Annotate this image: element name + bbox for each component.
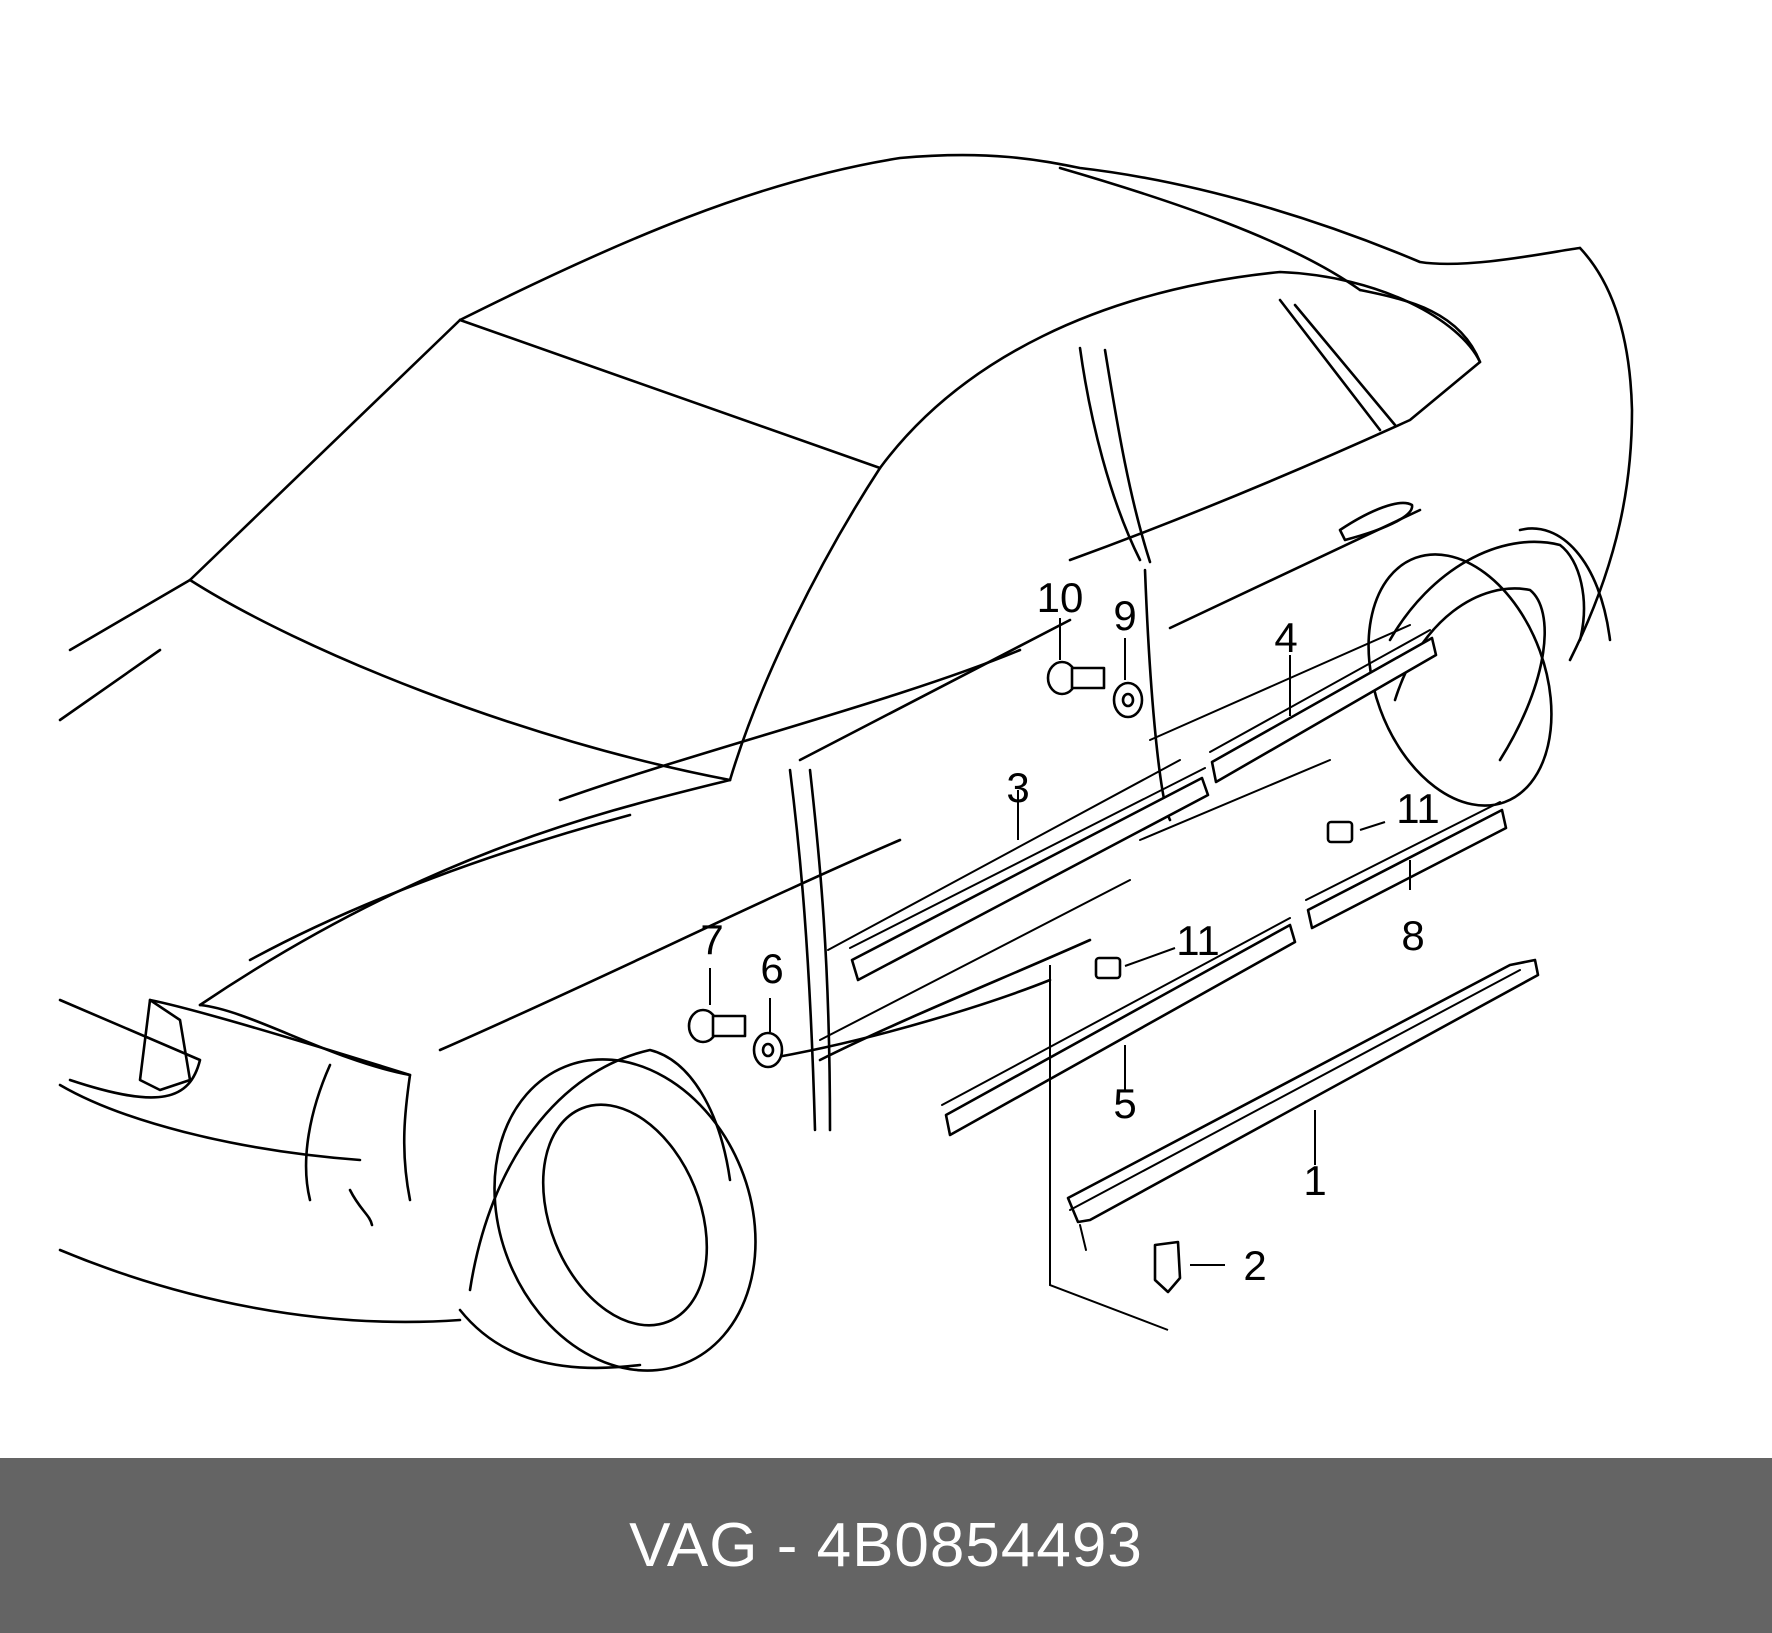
callout-2: 2 xyxy=(1243,1242,1266,1289)
callout-1: 1 xyxy=(1303,1157,1326,1204)
callout-5: 5 xyxy=(1113,1080,1136,1127)
callout-8: 8 xyxy=(1401,912,1424,959)
part-9-washer xyxy=(1112,681,1144,719)
callout-3: 3 xyxy=(1006,764,1029,811)
callout-7: 7 xyxy=(700,916,723,963)
callout-6: 6 xyxy=(760,945,783,992)
leader-lines xyxy=(709,618,1411,1331)
part-8-lower-rear-moulding xyxy=(1139,759,1508,930)
car-body-outline xyxy=(58,153,1634,1372)
part-1-sill-panel xyxy=(1066,958,1540,1251)
caption-bar: VAG - 4B0854493 xyxy=(0,1458,1772,1633)
part-6-washer xyxy=(752,1031,784,1069)
part-10-bolt xyxy=(1046,660,1106,696)
callout-4: 4 xyxy=(1274,614,1297,661)
callout-labels: 1 2 3 4 5 6 7 8 9 10 11 11 xyxy=(700,574,1439,1289)
callout-11-upper: 11 xyxy=(1396,785,1440,832)
car-exploded-view: 1 2 3 4 5 6 7 8 9 10 11 11 xyxy=(58,153,1634,1372)
callout-11-lower: 11 xyxy=(1176,917,1220,964)
part-2-clip xyxy=(1153,1240,1182,1294)
part-7-bolt xyxy=(687,1008,747,1044)
parts-diagram: 1 2 3 4 5 6 7 8 9 10 11 11 xyxy=(58,153,1634,1372)
part-11-clip-upper xyxy=(1326,820,1354,844)
part-number-caption: VAG - 4B0854493 xyxy=(629,1511,1143,1580)
part-4-rear-door-moulding xyxy=(1149,624,1438,784)
part-5-lower-front-moulding xyxy=(819,879,1297,1137)
part-11-clip-lower xyxy=(1094,956,1122,980)
callout-9: 9 xyxy=(1113,592,1136,639)
callout-10: 10 xyxy=(1037,574,1084,621)
part-3-front-door-moulding xyxy=(827,759,1210,982)
